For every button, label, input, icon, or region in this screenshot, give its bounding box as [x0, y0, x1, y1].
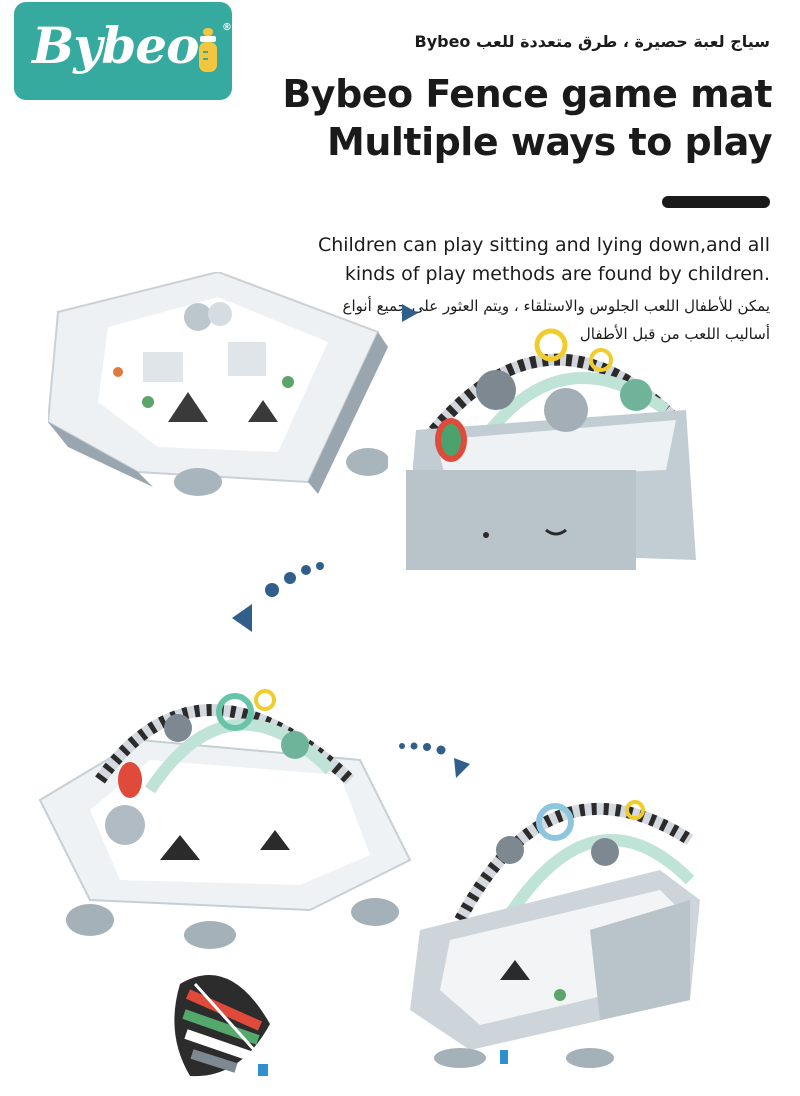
- description-english-line-2: kinds of play methods are found by child…: [344, 263, 770, 285]
- baby-bottle-icon: [199, 28, 217, 72]
- direction-arrow-icon: [402, 304, 418, 322]
- brand-wordmark: Bybeo: [32, 16, 199, 75]
- fold-box-image: [390, 740, 720, 1070]
- page-title-line-1: Bybeo Fence game mat: [282, 72, 772, 116]
- description-arabic-line-2: أساليب اللعب من قبل الأطفال: [579, 325, 770, 343]
- arabic-title: سياج لعبة حصيرة ، طرق متعددة للعب Bybeo: [414, 32, 771, 51]
- description-arabic-line-1: يمكن للأطفال اللعب الجلوس والاستلقاء ، و…: [342, 297, 770, 315]
- dotted-arrow-icon: [399, 742, 470, 778]
- activity-gym-image: [30, 650, 422, 950]
- description-english-line-1: Children can play sitting and lying down…: [317, 234, 770, 256]
- dotted-arrow-icon: [232, 562, 324, 632]
- leaf-toy-image: [170, 964, 280, 1082]
- play-mat-flat-image: [48, 272, 388, 512]
- page-title-line-2: Multiple ways to play: [327, 120, 772, 164]
- play-pen-image: [396, 300, 706, 590]
- title-underline: [662, 196, 770, 208]
- brand-logo: Bybeo ®: [14, 2, 232, 100]
- registered-mark: ®: [222, 22, 232, 33]
